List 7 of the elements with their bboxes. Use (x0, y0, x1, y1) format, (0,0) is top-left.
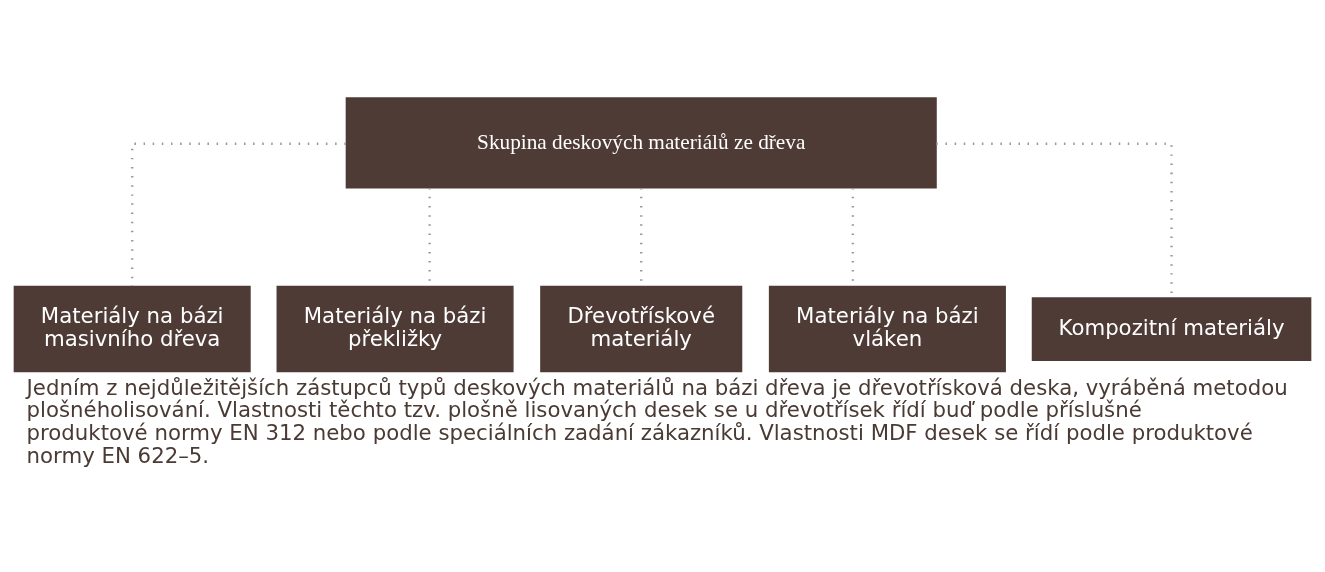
node-box: Kompozitní materiály (1031, 296, 1312, 361)
node-box: Materiály na bázi masivního dřeva (13, 285, 251, 372)
node-box: Materiály na bázi vláken (768, 285, 1006, 372)
node-box: Skupina deskových materiálů ze dřeva (345, 96, 937, 188)
node-box: Dřevotřískové materiály (540, 285, 743, 372)
node-box: Materiály na bázi překližky (276, 285, 514, 372)
caption: Jedním z nejdůležitějších zástupců typů deskových materiálů na bázi dřeva je dřevotřísková deska, vyráběná metodou plošnéholisování. Vlastnosti těchto tzv. plošně lisovaných desek se u dřevotřísek řídí buď podle příslušné produktové normy EN 312 nebo podle speciálních zadání zákazníků. Vlastnosti MDF desek se řídí podle produktové normy EN 622–5. (26, 374, 1288, 468)
